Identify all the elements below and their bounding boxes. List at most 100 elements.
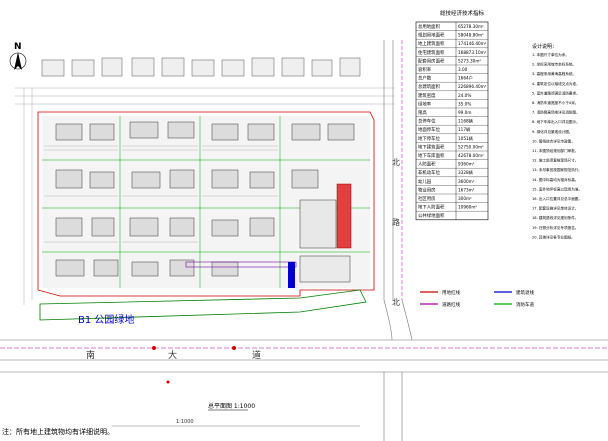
table-row-label: 地下车库面积 xyxy=(418,152,445,159)
table-row-value: 99.0m xyxy=(458,110,471,115)
table-row-value: 35.0% xyxy=(458,101,471,106)
table-row-value: 52750.00m² xyxy=(458,144,484,149)
site-boundary xyxy=(37,111,375,297)
notes-title: 设计说明： xyxy=(532,43,557,50)
table-row-label: 总停车位 xyxy=(418,118,436,125)
north-letter: N xyxy=(14,42,22,52)
table-title: 総技经济技术指标 xyxy=(440,9,485,17)
plan-scale-label: 总平面图 1:1000 xyxy=(208,402,255,410)
table-row-label: 规划用地面积 xyxy=(418,32,445,39)
table-row-label: 地下建筑面积 xyxy=(418,143,445,150)
table-row-value: 24.0% xyxy=(458,93,471,98)
key-bands xyxy=(185,261,297,288)
table-row-label: 非机动车位 xyxy=(418,169,441,176)
table-row-label: 物业用房 xyxy=(418,186,436,193)
table-row-value: 1168辆 xyxy=(458,118,473,125)
commercial-block xyxy=(299,183,352,283)
context-lines xyxy=(15,87,395,305)
east-road: 北 路 北 xyxy=(383,40,403,307)
table-row-value: 117辆 xyxy=(458,126,470,133)
notes-line: 4. 建筑定位以轴线交点为准。 xyxy=(532,81,580,86)
legend-label: 消防车道 xyxy=(516,301,534,308)
table-row-label: 总户数 xyxy=(418,75,432,82)
notes-line: 6. 消防车道宽度不小于4米。 xyxy=(532,100,578,105)
green-strip-label: B1 公园绿地 xyxy=(78,313,134,326)
notes-line: 1. 本图尺寸单位为米。 xyxy=(532,52,569,57)
table-row-value: 168873.10m² xyxy=(458,50,487,55)
site-buildings xyxy=(55,121,355,277)
table-row-label: 容积率 xyxy=(418,66,432,73)
legend-label: 用地红线 xyxy=(442,289,460,296)
table-row-value: 174146.40m² xyxy=(458,41,487,46)
table-row-label: 配套用房面积 xyxy=(418,57,445,64)
table-row-value: 1051辆 xyxy=(458,135,473,142)
notes-line: 15. 室外地坪标高以现场为准。 xyxy=(532,186,582,191)
notes-line: 18. 建筑退线详见规划条件。 xyxy=(532,215,578,220)
east-road-char-2: 路 xyxy=(392,217,400,227)
table-row-value: 10960m² xyxy=(458,205,477,210)
notes-line: 11. 本图须经规划部门审批。 xyxy=(532,148,578,153)
table-row-label: 绿地率 xyxy=(418,100,432,107)
table-row-value: 5273.30m² xyxy=(458,58,481,63)
table-row-value: 9360m² xyxy=(458,162,475,167)
green-strip: B1 公园绿地 xyxy=(39,289,367,326)
notes-line: 12. 施工前须复核现场尺寸。 xyxy=(532,158,578,163)
table-row-value: 1673m² xyxy=(458,187,475,192)
table-row-label: 限高 xyxy=(418,109,427,116)
table-row-value: 42678.00m² xyxy=(458,153,484,158)
notes-line: 10. 管线综合详见市政图。 xyxy=(532,138,575,143)
table-row-label: 总建筑面积 xyxy=(418,83,441,90)
table-row-label: 地上建筑面积 xyxy=(418,40,445,47)
notes-line: 5. 室外道路须满足消防要求。 xyxy=(532,90,580,95)
internal-roads xyxy=(42,116,370,288)
table-row-label: 社区用房 xyxy=(418,195,436,202)
legend-label: 建筑退线 xyxy=(516,289,534,296)
notes-line: 16. 出入口位置详见总平面图。 xyxy=(532,196,582,201)
north-arrow: N xyxy=(9,42,27,70)
notes-line: 17. 配套设施详见单体设计。 xyxy=(532,206,578,211)
notes-line: 2. 坐标采用城市坐标系统。 xyxy=(532,62,576,67)
table-row-label: 住宅建筑面积 xyxy=(418,49,445,56)
north-buildings xyxy=(41,57,361,77)
dimension-markers xyxy=(152,346,236,384)
table-row-value: 3.00 xyxy=(458,67,468,72)
table-row-value: 1664户 xyxy=(458,75,473,82)
footnote: 注：所有地上建筑物均有详细说明。 xyxy=(2,427,114,436)
notes-line: 3. 高程采用黄海高程系统。 xyxy=(532,71,576,76)
table-row-label: 总用地面积 xyxy=(418,23,441,30)
table-row-label: 地下人防面积 xyxy=(418,204,445,211)
road-char-2: 大 xyxy=(168,349,177,361)
east-road-char-1: 北 xyxy=(392,158,400,167)
table-row-value: 3600m² xyxy=(458,179,475,184)
notes-line: 9. 绿化详见景观设计图。 xyxy=(532,129,573,134)
south-avenue: 南 大 道 xyxy=(0,339,608,373)
table-row-label: 建筑密度 xyxy=(418,92,436,99)
table-row-value: 3328辆 xyxy=(458,169,473,176)
legend-label: 道路红线 xyxy=(442,301,460,308)
table-row-value: 300m² xyxy=(458,196,472,201)
notes-line: 20. 其他详见各专业图纸。 xyxy=(532,234,575,239)
design-notes: 设计说明： 1. 本图尺寸单位为米。 2. 坐标采用城市坐标系统。 3. 高程采用黄海… xyxy=(532,43,582,239)
east-road-char-3: 北 xyxy=(392,298,400,307)
bottom-dim-label: 1:1000 xyxy=(176,419,194,425)
table-row-value: 65278.30m² xyxy=(458,24,484,29)
table-row-label: 地面停车位 xyxy=(418,126,441,133)
road-char-3: 道 xyxy=(252,349,261,361)
notes-line: 19. 日照分析详见专项报告。 xyxy=(532,225,578,230)
table-row-value: 58048.80m² xyxy=(458,33,484,38)
table-row-label: 幼儿园 xyxy=(418,178,432,185)
table-row-label: 人防面积 xyxy=(418,161,436,168)
notes-line: 7. 消防登高场地详见消防图。 xyxy=(532,110,580,115)
south-cross-road xyxy=(383,299,413,441)
table-row-label: 公共绿地面积 xyxy=(418,212,445,219)
notes-line: 14. 图中标高均为相对标高。 xyxy=(532,177,578,182)
road-char-1: 南 xyxy=(86,349,95,361)
notes-line: 13. 未尽事宜按国家规范执行。 xyxy=(532,167,582,172)
notes-line: 8. 地下车库出入口详见图示。 xyxy=(532,119,580,124)
parking-stripes xyxy=(44,145,278,243)
table-row-label: 地下停车位 xyxy=(418,135,441,142)
table-row-value: 226896.40m² xyxy=(458,84,487,89)
